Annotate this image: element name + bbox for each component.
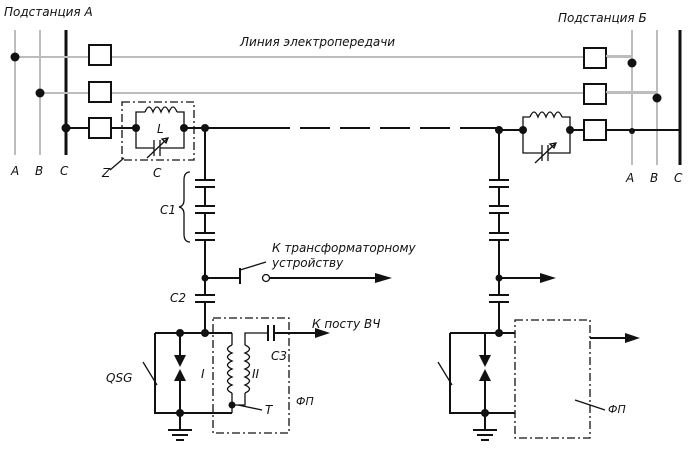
phase-b-right-label: B — [650, 171, 658, 185]
left-coupling-capacitors — [178, 128, 215, 333]
right-coupling-capacitors — [489, 130, 556, 333]
substation-a-label: Подстанция А — [4, 5, 93, 19]
winding-2-label: II — [252, 367, 260, 381]
phase-line-wires — [15, 56, 657, 94]
filter-fp-left — [212, 317, 330, 434]
qsg-label: QSG — [106, 371, 132, 385]
junction-dots — [10, 52, 662, 417]
to-hf-post-label: К посту ВЧ — [312, 317, 380, 331]
fp-left-label: ФП — [296, 395, 314, 408]
line-trap-box-a-right — [583, 47, 607, 69]
line-trap-z-left — [121, 101, 205, 161]
phase-a-left-label: A — [10, 164, 19, 178]
c-trap-label: C — [153, 166, 162, 180]
to-transformer-label-2: устройству — [271, 256, 344, 270]
z-label: Z — [101, 166, 111, 180]
line-trap-box-b-right — [583, 83, 607, 105]
phase-b-left-label: B — [35, 164, 43, 178]
phase-a-right-label: A — [625, 171, 634, 185]
substation-b-label: Подстанция Б — [558, 11, 647, 25]
line-trap-right — [522, 111, 571, 164]
transformer-switch — [205, 261, 392, 284]
to-transformer-label-1: К трансформаторному — [272, 241, 417, 255]
phase-c-right-label: C — [674, 171, 683, 185]
c3-label: C3 — [271, 349, 287, 363]
l-trap-label: L — [157, 122, 164, 136]
fp-right-label: ФП — [608, 403, 626, 416]
t-label: T — [265, 403, 274, 417]
line-trap-box-c-left — [88, 117, 112, 139]
power-line-label: Линия электропередачи — [239, 35, 395, 49]
line-trap-box-a-left — [88, 44, 112, 66]
right-protection-circuit — [437, 319, 640, 441]
left-protection-circuit — [142, 332, 232, 441]
phase-c-left-label: C — [60, 164, 69, 178]
c2-label: C2 — [170, 291, 186, 305]
line-trap-box-c-right — [583, 119, 607, 141]
c1-label: C1 — [160, 203, 176, 217]
winding-1-label: I — [201, 367, 205, 381]
line-trap-box-b-left — [88, 81, 112, 103]
